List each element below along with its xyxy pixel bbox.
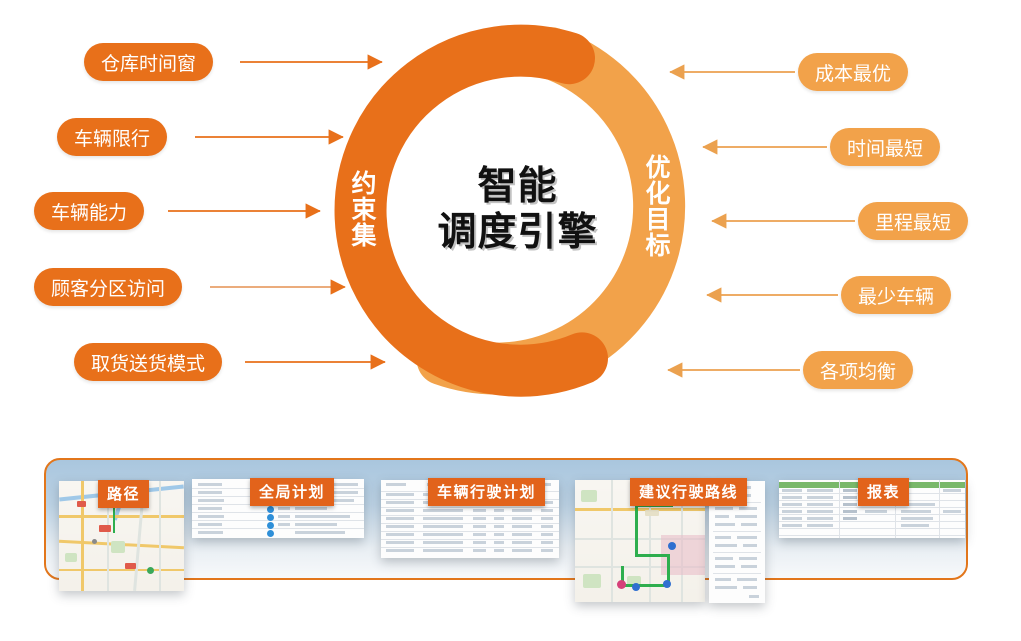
constraint-pill-3[interactable]: 车辆能力 <box>34 192 145 230</box>
constraint-pill-2[interactable]: 车辆限行 <box>57 118 168 156</box>
constraint-pill-2-label: 车辆限行 <box>74 128 151 150</box>
objective-pill-3-label: 里程最短 <box>875 212 952 234</box>
objective-pill-4[interactable]: 最少车辆 <box>841 276 952 314</box>
gallery-caption-3: 车辆行驶计划 <box>428 478 546 506</box>
objective-pill-2[interactable]: 时间最短 <box>830 128 941 166</box>
ring-label-objectives: 优化目标 <box>642 154 670 258</box>
objective-pill-1-label: 成本最优 <box>815 63 892 85</box>
constraint-pill-5-label: 取货送货模式 <box>91 353 206 375</box>
constraint-pill-1[interactable]: 仓库时间窗 <box>84 43 214 81</box>
engine-ring: 约束集 优化目标 智能 调度引擎 <box>330 22 705 397</box>
gallery-caption-4: 建议行驶路线 <box>630 478 748 506</box>
constraint-pill-4-label: 顾客分区访问 <box>51 278 166 300</box>
objective-pill-3[interactable]: 里程最短 <box>858 202 969 240</box>
objective-pill-5[interactable]: 各项均衡 <box>803 351 914 389</box>
ring-label-constraints: 约束集 <box>348 170 376 248</box>
objective-pill-5-label: 各项均衡 <box>820 361 897 383</box>
gallery-caption-2: 全局计划 <box>250 478 335 506</box>
constraint-pill-4[interactable]: 顾客分区访问 <box>34 268 183 306</box>
objective-pill-4-label: 最少车辆 <box>858 286 935 308</box>
gallery-caption-5: 报表 <box>858 478 910 506</box>
engine-title-line2: 调度引擎 <box>437 210 598 254</box>
constraint-pill-3-label: 车辆能力 <box>51 202 128 224</box>
engine-title-line1: 智能 <box>477 164 558 208</box>
gallery-caption-1: 路径 <box>98 480 150 508</box>
objective-pill-2-label: 时间最短 <box>847 138 924 160</box>
constraint-pill-1-label: 仓库时间窗 <box>101 53 197 75</box>
objective-pill-1[interactable]: 成本最优 <box>798 53 909 91</box>
engine-title: 智能 调度引擎 <box>398 163 638 255</box>
constraint-pill-5[interactable]: 取货送货模式 <box>74 343 223 381</box>
